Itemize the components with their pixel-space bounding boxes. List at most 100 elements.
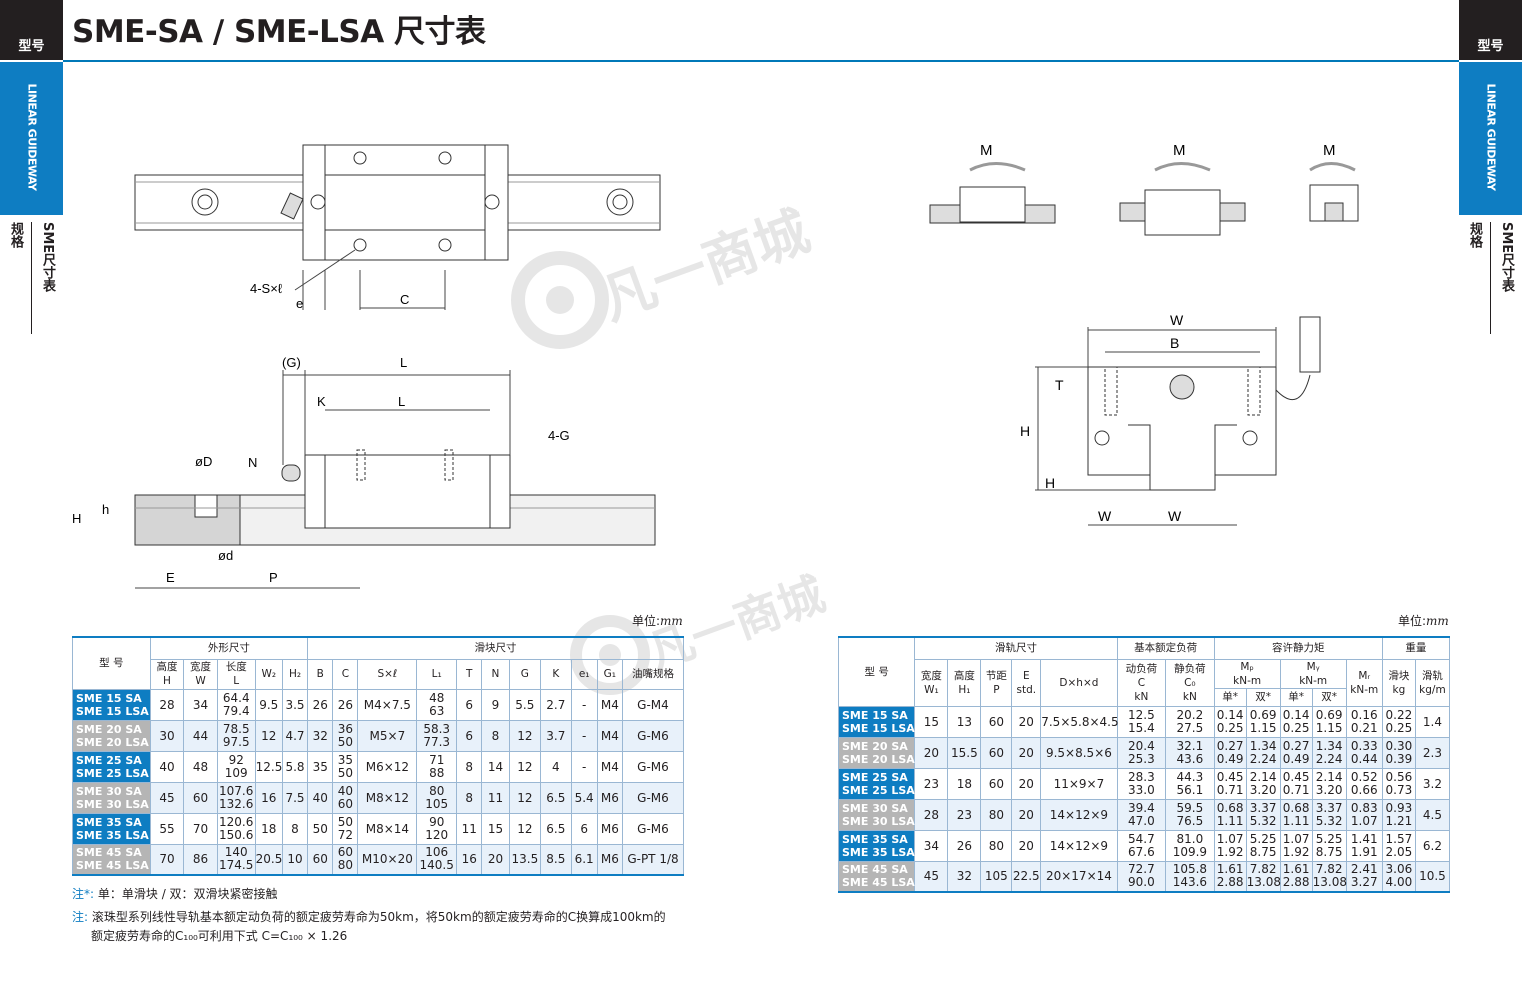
cell-e: 20	[1011, 705, 1042, 738]
cell-c-sa: 39.4	[1128, 800, 1155, 815]
svg-text:e: e	[296, 296, 303, 311]
cell-my-single-sa: 0.45	[1282, 769, 1310, 784]
cell-my-single-sa: 1.61	[1282, 862, 1310, 877]
cell-dhd: 9.5×8.5×6	[1040, 736, 1118, 769]
cell-g: 12	[508, 812, 542, 845]
unit-label-left: 单位:mm	[632, 614, 683, 628]
cell-l1-sa: 58.3	[423, 721, 451, 736]
cell-dhd: 11×9×7	[1040, 767, 1118, 800]
svg-text:ød: ød	[218, 548, 233, 563]
cell-mp-double-lsa: 1.15	[1249, 720, 1277, 735]
col-header: N	[481, 658, 510, 690]
col-my-top: Mᵧ	[1306, 660, 1320, 673]
svg-text:H: H	[1045, 475, 1055, 491]
cell-h2: 10	[281, 843, 309, 876]
cell-mp-double-sa: 0.69	[1249, 707, 1277, 722]
model-lsa: SME 20 LSA	[76, 735, 149, 749]
cell-t: 6	[456, 688, 483, 721]
model-sa: SME 20 SA	[76, 722, 142, 736]
cell-n: 8	[481, 719, 510, 752]
col-mp-sub: kN-m	[1233, 674, 1262, 687]
col-header: H₂	[281, 658, 309, 690]
cell-w-rail: 4.5	[1414, 798, 1451, 831]
svg-text:W: W	[1168, 508, 1182, 524]
cell-mp-single-lsa: 0.49	[1216, 751, 1244, 766]
cell-w: 34	[183, 688, 218, 721]
model-lsa: SME 15 LSA	[842, 721, 915, 735]
cell-oil: G-M6	[621, 781, 685, 814]
cell-w1: 20	[914, 736, 949, 769]
cell-w-block-lsa: 0.73	[1385, 782, 1413, 797]
cell-c0-sa: 105.8	[1172, 862, 1208, 877]
cell-k: 6.5	[540, 781, 572, 814]
cell-l1-lsa: 63	[429, 703, 445, 718]
cell-c0-lsa: 43.6	[1176, 751, 1204, 766]
cell-g: 12	[508, 719, 542, 752]
cell-my-double-lsa: 5.32	[1315, 813, 1343, 828]
cell-l-lsa: 109	[224, 765, 248, 780]
model-sa: SME 15 SA	[76, 691, 142, 705]
model-sa: SME 35 SA	[76, 815, 142, 829]
cell-w-rail: 6.2	[1414, 829, 1451, 862]
model-lsa: SME 30 LSA	[842, 814, 915, 828]
cell-w-block-lsa: 0.25	[1385, 720, 1413, 735]
cell-p: 60	[980, 736, 1013, 769]
svg-text:M: M	[980, 142, 993, 159]
cell-c-lsa: 15.4	[1128, 720, 1155, 735]
cell-mr-sa: 0.33	[1350, 738, 1378, 753]
cell-l1-sa: 48	[429, 690, 445, 705]
svg-text:B: B	[1170, 335, 1179, 351]
cell-c0-lsa: 27.5	[1176, 720, 1204, 735]
cell-my-double-lsa: 3.20	[1315, 782, 1343, 797]
col-header-sub: H	[163, 675, 171, 687]
cell-w-rail: 10.5	[1414, 860, 1451, 893]
cell-mr-lsa: 0.66	[1350, 782, 1378, 797]
col-header-sub: H₁	[958, 683, 971, 696]
cell-mr-lsa: 1.07	[1350, 813, 1378, 828]
cell-w1: 28	[914, 798, 949, 831]
cell-l1-sa: 106	[425, 845, 449, 860]
col-header-top: L₁	[431, 668, 442, 680]
cell-mp-double-lsa: 8.75	[1249, 844, 1277, 859]
col-header-sub: C	[1137, 676, 1146, 689]
cell-g1: M6	[596, 812, 623, 845]
col-header-top: 高度	[156, 661, 178, 673]
cell-dhd: 7.5×5.8×4.5	[1040, 705, 1119, 738]
cell-t: 16	[456, 843, 483, 876]
model-sa: SME 15 SA	[842, 708, 908, 722]
cell-c0-lsa: 143.6	[1172, 875, 1208, 890]
cell-w1: 45	[914, 860, 949, 893]
cell-oil: G-M6	[621, 719, 685, 752]
col-header-top: D×h×d	[1059, 676, 1099, 689]
cell-n: 11	[481, 781, 510, 814]
cell-my-double-lsa: 1.15	[1315, 720, 1343, 735]
col-my-sub: kN-m	[1299, 674, 1328, 687]
cell-mp-single-lsa: 0.25	[1216, 720, 1244, 735]
col-header: W₂	[254, 658, 283, 690]
col-header: G₁	[596, 658, 623, 690]
cell-my-double-lsa: 2.24	[1315, 751, 1343, 766]
cell-g1: M4	[596, 719, 623, 752]
cell-p: 80	[980, 798, 1013, 831]
cell-b: 32	[307, 719, 334, 752]
cell-w-block-sa: 0.93	[1385, 800, 1413, 815]
cell-mp-double-lsa: 13.08	[1246, 875, 1281, 890]
cell-l1-sa: 90	[429, 814, 445, 829]
